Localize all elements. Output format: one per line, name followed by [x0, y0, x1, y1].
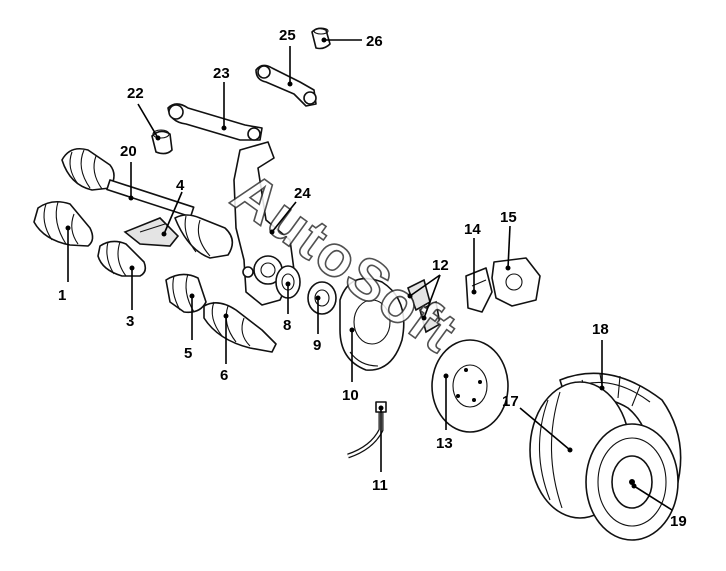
callout-22: 22: [127, 85, 144, 102]
part-bushing-26: [311, 27, 331, 50]
callout-5: 5: [184, 345, 192, 362]
part-hub-cap: [611, 455, 653, 509]
callout-25: 25: [279, 27, 296, 44]
callout-15: 15: [500, 209, 517, 226]
callout-8: 8: [283, 317, 291, 334]
part-steering-knuckle: [233, 141, 295, 306]
part-control-arm: [167, 103, 263, 141]
callout-14: 14: [464, 221, 481, 238]
part-tie-rod: [255, 64, 317, 107]
part-cv-joint-boot-1: [33, 200, 94, 247]
part-caliper-bracket: [465, 267, 493, 313]
callout-17: 17: [502, 393, 519, 410]
part-brake-disc: [431, 339, 509, 433]
callout-23: 23: [213, 65, 230, 82]
callout-1: 1: [58, 287, 66, 304]
callout-labels: 1 3 4 5 6 8 9 10 11 12 13 14 15 17 18 19…: [58, 27, 687, 530]
callout-24: 24: [294, 185, 311, 202]
part-caliper: [491, 257, 541, 307]
callout-9: 9: [313, 337, 321, 354]
callout-20: 20: [120, 143, 137, 160]
leader-lines: [65, 37, 673, 511]
part-hub: [307, 281, 337, 315]
part-dust-shield: [339, 277, 405, 371]
callout-6: 6: [220, 367, 228, 384]
callout-19: 19: [670, 513, 687, 530]
part-drive-shaft: [61, 147, 234, 259]
part-inner-boot-5: [165, 273, 207, 314]
callout-26: 26: [366, 33, 383, 50]
callout-4: 4: [176, 177, 185, 194]
part-brake-pads: [407, 278, 441, 334]
callout-10: 10: [342, 387, 359, 404]
callout-3: 3: [126, 313, 134, 330]
callout-12: 12: [432, 257, 449, 274]
callout-18: 18: [592, 321, 609, 338]
callout-13: 13: [436, 435, 453, 452]
callout-11: 11: [372, 477, 388, 494]
part-cv-joint-boot-3: [97, 240, 147, 277]
part-bracket: [123, 217, 180, 247]
part-inner-boot-6: [203, 301, 277, 353]
